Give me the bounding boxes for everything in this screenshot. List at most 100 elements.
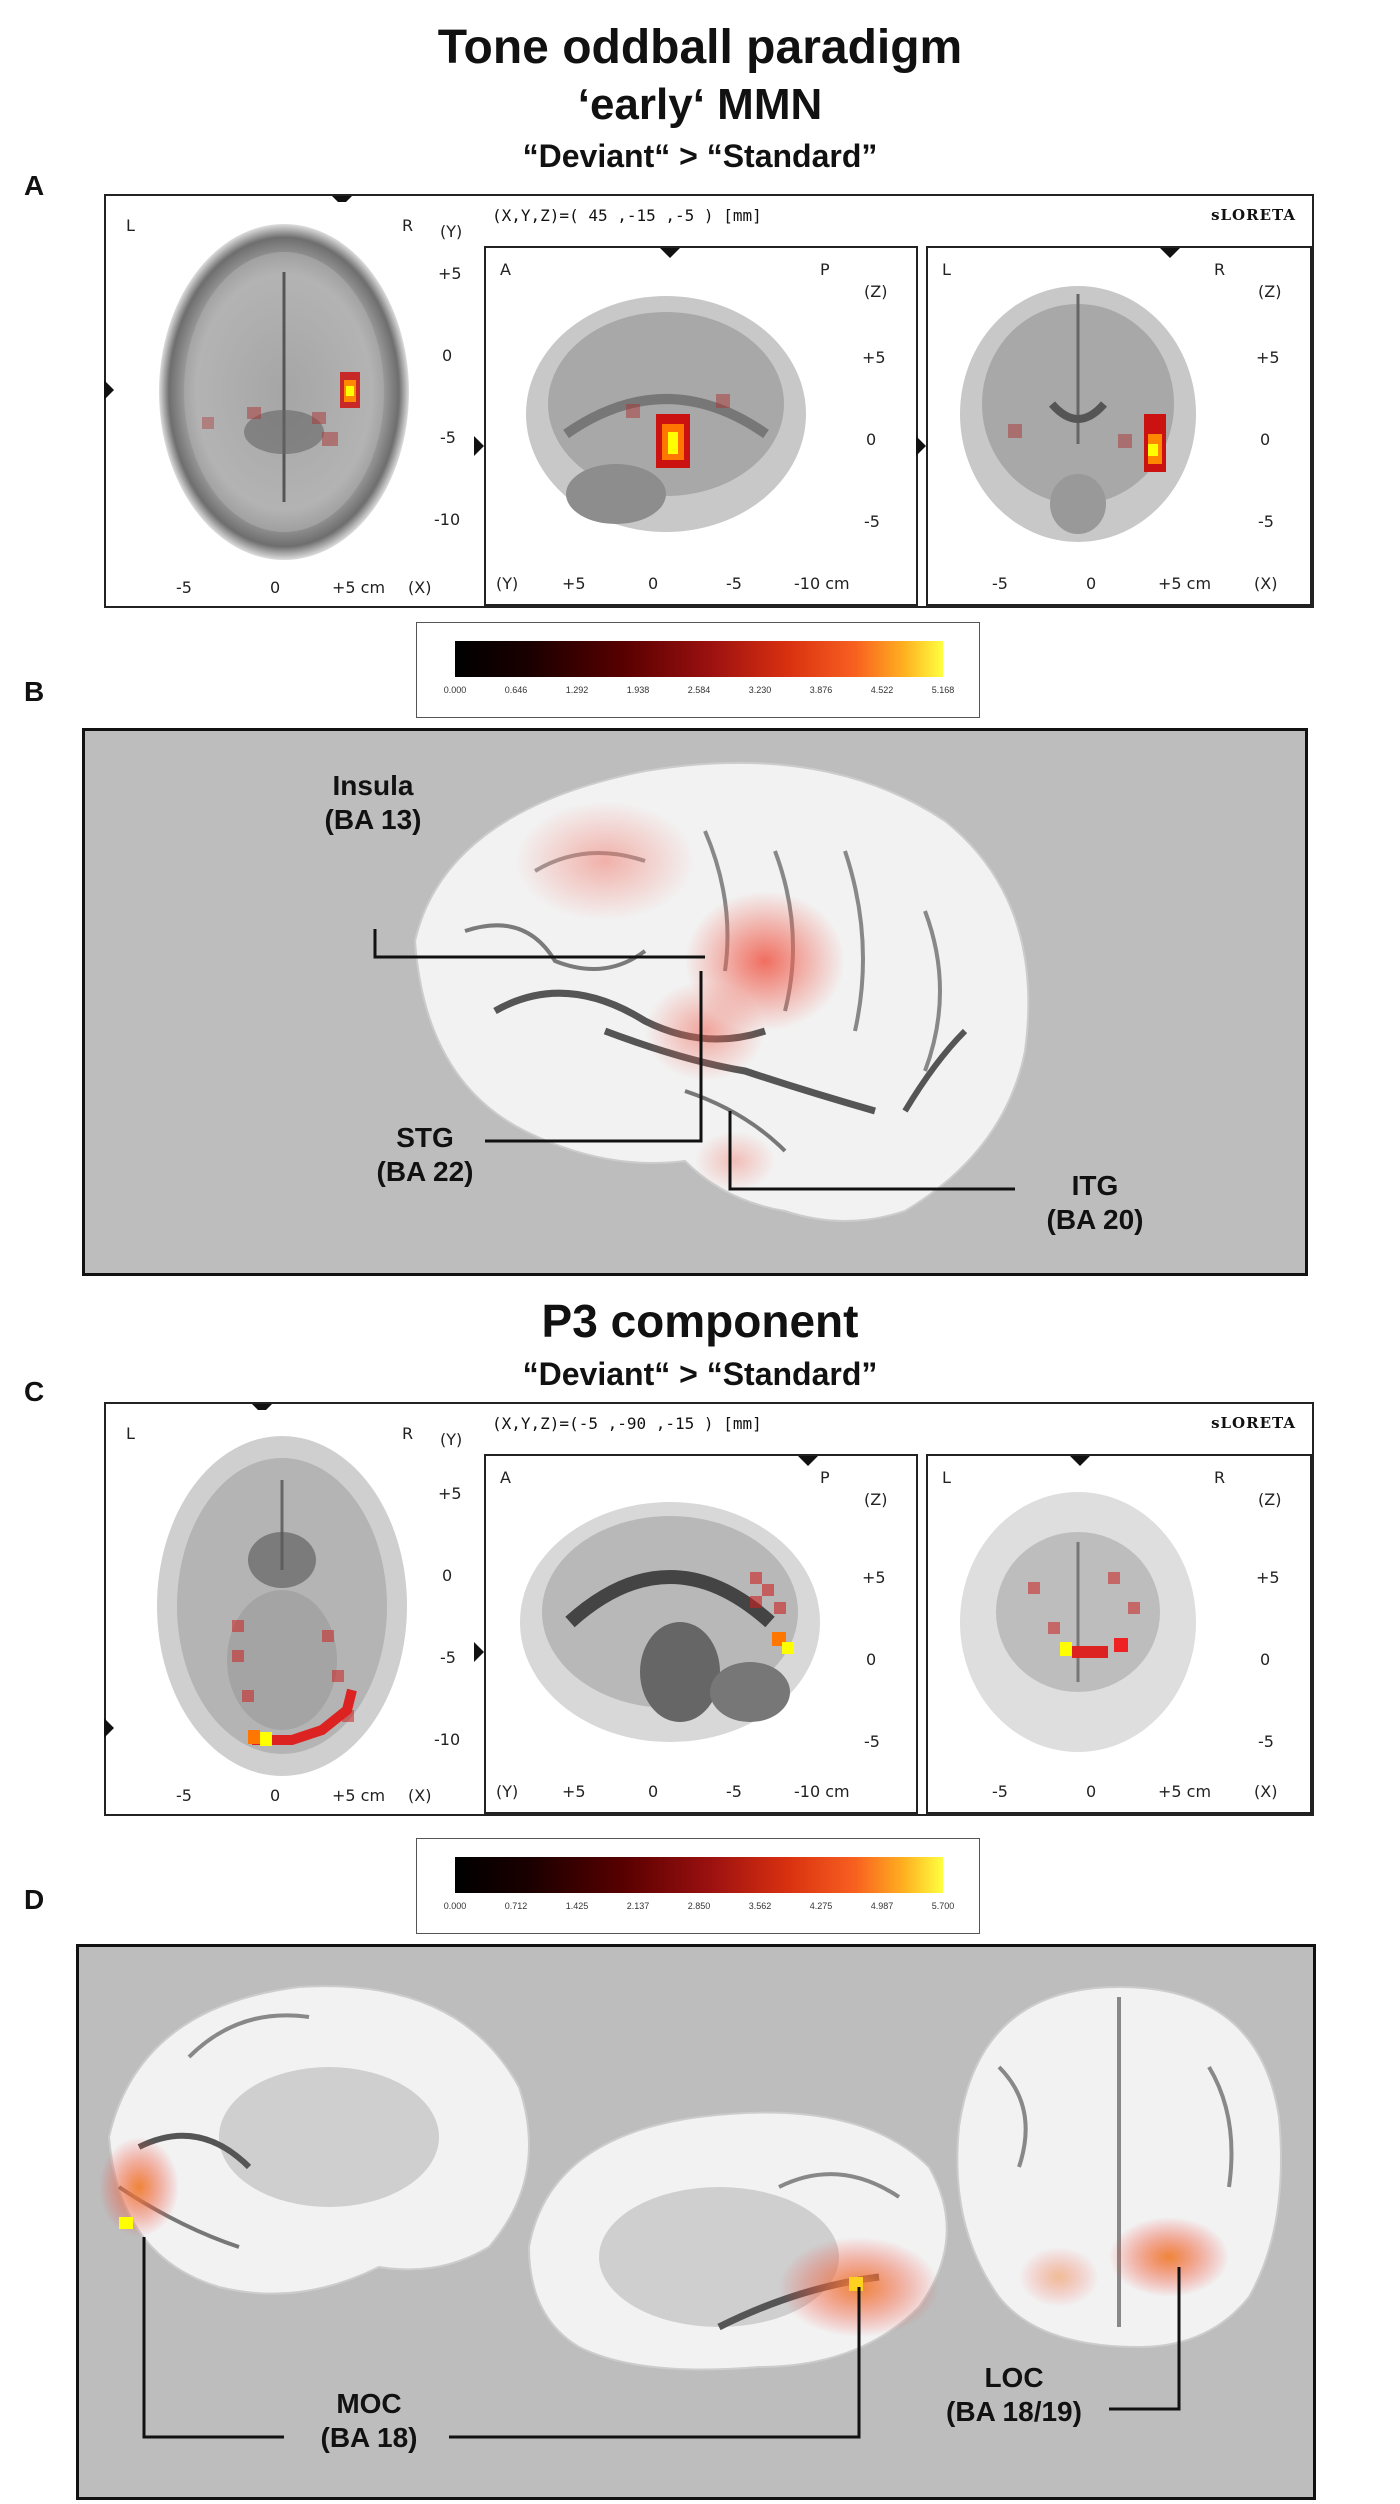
stg-label: STG (BA 22) <box>355 1121 495 1189</box>
tick-y-2: -5 <box>440 428 456 447</box>
tick-z-1: 0 <box>1260 430 1271 449</box>
region-name: LOC <box>984 2362 1044 2393</box>
tick-x-4: -10 cm <box>794 574 850 593</box>
axis-label-z: (Z) <box>1258 1490 1282 1509</box>
brodmann-area: (BA 18/19) <box>946 2396 1082 2427</box>
colorbar-tick: 3.230 <box>748 685 772 695</box>
panel-label-b: B <box>24 676 45 707</box>
colorbar-tick: 2.137 <box>626 1901 650 1911</box>
brodmann-area: (BA 18) <box>320 2422 418 2453</box>
tick-y-2: -5 <box>440 1648 456 1667</box>
colorbar-tick: 2.584 <box>687 685 711 695</box>
tick-z-2: -5 <box>864 1732 880 1751</box>
axial-view: L R <box>112 1410 432 1810</box>
medial-posterior-brain-renders <box>99 1985 1282 2439</box>
tick-x-1: 0 <box>1086 1782 1097 1801</box>
tick-x-3: (X) <box>1254 574 1278 593</box>
tick-y-0: +5 <box>438 1484 462 1503</box>
cursor-marker <box>1160 248 1180 258</box>
lateral-brain-render <box>373 761 1030 1222</box>
colorbar-tick: 1.938 <box>626 685 650 695</box>
software-label: sLORETA <box>1211 206 1296 224</box>
tick-y-0: +5 <box>438 264 462 283</box>
colorbar-tick: 2.850 <box>687 1901 711 1911</box>
region-name: Insula <box>332 770 414 801</box>
colorbar-tick: 4.987 <box>870 1901 894 1911</box>
cursor-marker <box>1070 1456 1090 1466</box>
region-name: ITG <box>1071 1170 1119 1201</box>
tick-x-0: -5 <box>176 1786 192 1805</box>
figure-title: Tone oddball paradigm <box>437 21 963 74</box>
cursor-marker-side <box>916 436 926 456</box>
cursor-marker-side <box>474 1642 484 1662</box>
contrast-label-c: “Deviant“ > “Standard” <box>522 1356 878 1392</box>
colorbar-tick: 0.000 <box>443 1901 467 1911</box>
colorbar-tick: 3.876 <box>809 685 833 695</box>
anterior-marker: A <box>500 260 511 279</box>
panel-label-d: D <box>24 1884 45 1915</box>
left-marker: L <box>942 1468 951 1487</box>
brain-surface-panel-d: MOC (BA 18) LOC (BA 18/19) <box>76 1944 1316 2500</box>
right-marker: R <box>1214 260 1226 279</box>
right-marker: R <box>402 1424 414 1443</box>
anterior-marker: A <box>500 1468 511 1487</box>
tick-z-1: 0 <box>866 430 877 449</box>
axial-brain-image <box>157 1436 407 1776</box>
colorbar-tick: 5.700 <box>931 1901 955 1911</box>
axis-label-z: (Z) <box>864 282 888 301</box>
tick-x-0: -5 <box>176 578 192 597</box>
region-name: STG <box>396 1122 454 1153</box>
tick-x-2: +5 cm <box>1158 1782 1212 1801</box>
tick-z-0: +5 <box>1256 1568 1280 1587</box>
tick-z-0: +5 <box>862 1568 886 1587</box>
tick-z-2: -5 <box>864 512 880 531</box>
itg-label: ITG (BA 20) <box>1025 1169 1165 1237</box>
colorbar-tick: 1.292 <box>565 685 589 695</box>
tick-x-3: (X) <box>408 578 432 597</box>
tick-x-2: +5 cm <box>332 1786 386 1805</box>
subtitle-p3: P3 component <box>541 1295 859 1347</box>
colorbar-tick: 4.522 <box>870 685 894 695</box>
insula-label: Insula (BA 13) <box>303 769 443 837</box>
axis-label-z: (Z) <box>864 1490 888 1509</box>
tick-x-0: -5 <box>992 574 1008 593</box>
tick-z-2: -5 <box>1258 1732 1274 1751</box>
brodmann-area: (BA 22) <box>376 1156 474 1187</box>
tick-y-3: -10 <box>434 510 461 529</box>
colorbar-a: 0.000 0.646 1.292 1.938 2.584 3.230 3.87… <box>416 622 980 718</box>
tick-y-1: 0 <box>442 1566 453 1585</box>
left-marker: L <box>126 216 135 235</box>
loreta-panel-c: (X,Y,Z)=(-5 ,-90 ,-15 ) [mm] sLORETA L R… <box>104 1402 1314 1816</box>
tick-x-4: -10 cm <box>794 1782 850 1801</box>
coronal-view: L R (Z) +5 0 -5 -5 0 +5 cm (X) <box>926 1454 1312 1814</box>
software-label: sLORETA <box>1211 1414 1296 1432</box>
tick-x-1: +5 <box>562 1782 586 1801</box>
axial-view: L R <box>112 202 432 602</box>
colorbar-gradient <box>455 1857 943 1893</box>
left-marker: L <box>942 260 951 279</box>
colorbar-tick: 4.275 <box>809 1901 833 1911</box>
sagittal-brain-image <box>520 1502 820 1742</box>
coronal-brain-image <box>960 1492 1196 1752</box>
tick-x-2: +5 cm <box>332 578 386 597</box>
coordinates-readout: (X,Y,Z)=( 45 ,-15 ,-5 ) [mm] <box>492 206 762 225</box>
sagittal-view: A P (Z) +5 0 -5 (Y) +5 0 -5 -10 cm <box>484 246 918 606</box>
cursor-marker-side <box>104 380 114 400</box>
right-marker: R <box>1214 1468 1226 1487</box>
tick-x-3: -5 <box>726 1782 742 1801</box>
colorbar-tick: 5.168 <box>931 685 955 695</box>
axis-label-z: (Z) <box>1258 282 1282 301</box>
tick-x-2: +5 cm <box>1158 574 1212 593</box>
panel-label-a: A <box>24 170 45 201</box>
colorbar-tick: 0.646 <box>504 685 528 695</box>
cursor-marker-side <box>474 436 484 456</box>
tick-z-1: 0 <box>866 1650 877 1669</box>
posterior-marker: P <box>820 260 830 279</box>
left-marker: L <box>126 1424 135 1443</box>
axial-brain-image <box>159 224 409 560</box>
coordinates-readout: (X,Y,Z)=(-5 ,-90 ,-15 ) [mm] <box>492 1414 762 1433</box>
brodmann-area: (BA 13) <box>324 804 422 835</box>
tick-x-1: +5 <box>562 574 586 593</box>
tick-x-3: (X) <box>1254 1782 1278 1801</box>
cursor-marker <box>252 1404 272 1414</box>
